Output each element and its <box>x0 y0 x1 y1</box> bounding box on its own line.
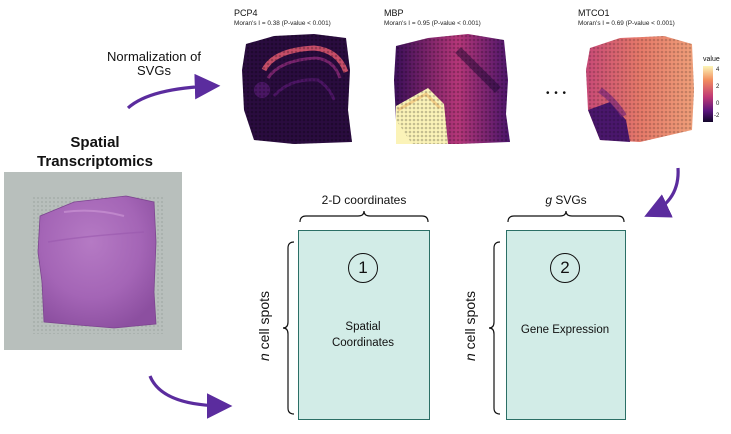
legend-tick-0: 0 <box>716 101 720 107</box>
normalization-label-text: Normalization of SVGs <box>107 49 201 78</box>
map-mbp <box>394 34 510 144</box>
matrix1-label-line1: Spatial <box>345 321 381 333</box>
matrix1: 1 Spatial Coordinates <box>298 230 430 420</box>
matrix1-label-line2: Coordinates <box>331 337 394 349</box>
matrix2-label: Gene Expression <box>507 322 623 338</box>
matrix2-top-label: g SVGs <box>506 193 626 207</box>
matrix2-side-label-rest: cell spots <box>462 290 478 354</box>
matrix1-side-brace <box>282 241 295 415</box>
matrix1-label: Spatial Coordinates <box>299 319 427 351</box>
matrix2-side-label: n cell spots <box>462 266 478 386</box>
panel-pcp4-title: PCP4 <box>234 8 258 18</box>
legend-title: value <box>703 56 720 63</box>
matrix1-top-label: 2-D coordinates <box>321 193 407 207</box>
map-pcp4 <box>242 34 352 144</box>
panel-mtco1-stat: Moran's I = 0.69 (P-value < 0.001) <box>578 20 675 27</box>
matrix2-side-label-n: n <box>462 353 478 362</box>
panel-mbp-title: MBP <box>384 8 404 18</box>
legend-colorbar <box>703 66 713 122</box>
tissue-image <box>4 172 182 350</box>
matrix2: 2 Gene Expression <box>506 230 626 420</box>
matrix2-label-line1: Gene Expression <box>520 324 610 336</box>
matrix1-top-brace <box>299 210 429 223</box>
matrix1-side-label-n: n <box>256 353 272 362</box>
title: Spatial Transcriptomics <box>25 133 165 171</box>
title-text: Spatial Transcriptomics <box>37 134 153 170</box>
arrow-to-maps <box>126 73 221 110</box>
matrix1-number: 1 <box>348 253 378 283</box>
arrow-to-matrix2 <box>644 167 680 218</box>
map-mtco1 <box>586 36 694 142</box>
panel-mtco1-title: MTCO1 <box>578 8 610 18</box>
panel-pcp4-stat: Moran's I = 0.38 (P-value < 0.001) <box>234 20 331 27</box>
legend-tick-4: 4 <box>716 67 720 73</box>
panel-mbp-stat: Moran's I = 0.95 (P-value < 0.001) <box>384 20 481 27</box>
matrix2-top-label-rest: SVGs <box>552 193 587 207</box>
matrix1-side-label: n cell spots <box>256 266 272 386</box>
matrix1-side-label-rest: cell spots <box>256 290 272 354</box>
matrix2-top-brace <box>507 210 625 223</box>
normalization-label: Normalization of SVGs <box>98 50 210 78</box>
matrix2-number: 2 <box>550 253 580 283</box>
matrix2-side-brace <box>488 241 501 415</box>
matrix2-top-label-g: g <box>545 193 552 207</box>
ellipsis: • • • <box>546 88 568 99</box>
arrow-to-matrix1 <box>148 375 233 419</box>
legend-tick-2: 2 <box>716 84 720 90</box>
legend-tick-neg2: -2 <box>714 113 720 119</box>
